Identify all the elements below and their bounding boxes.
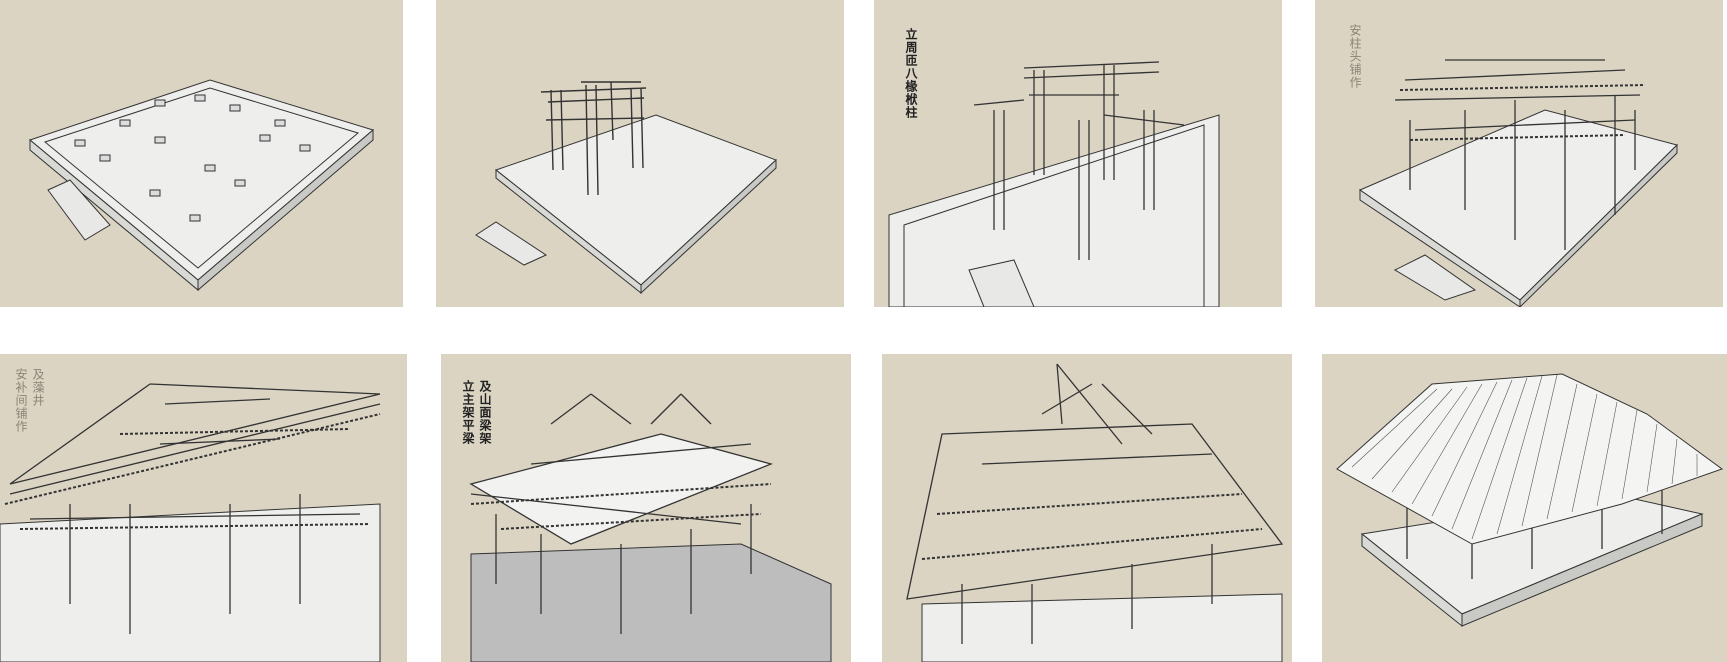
- stage-3-caption: 立周匝八椽栿柱: [904, 28, 918, 119]
- completed-roof-drawing: [1336, 373, 1724, 628]
- panel-stage-4-brackets: 安柱头铺作: [1315, 0, 1723, 307]
- caption-line: 安补间铺作: [14, 368, 28, 433]
- panel-stage-3-columns: 立周匝八椽栿柱: [874, 0, 1282, 307]
- caption-line: 立周匝八椽栿柱: [904, 28, 918, 119]
- panel-stage-7-roof-frame: [882, 354, 1292, 662]
- foundation-drawing: [28, 79, 375, 292]
- columns-drawing: [888, 61, 1220, 307]
- panel-stage-5-intercolumnar: 及藻井 安补间铺作: [0, 354, 407, 662]
- caption-line: 立主架平梁: [461, 380, 475, 445]
- stage-4-caption: 安柱头铺作: [1348, 24, 1362, 89]
- panel-stage-2-frame: [436, 0, 844, 307]
- frame-drawing: [475, 81, 777, 295]
- panel-stage-6-main-beams: 及山面梁架 立主架平梁: [441, 354, 851, 662]
- caption-line: 安柱头铺作: [1348, 24, 1362, 89]
- main-beam-frame-drawing: [469, 393, 832, 662]
- caption-line: 及山面梁架: [478, 380, 492, 445]
- intercolumnar-brackets-drawing: [0, 383, 381, 662]
- panel-stage-8-completed-roof: [1322, 354, 1727, 662]
- stage-6-caption: 及山面梁架 立主架平梁: [461, 380, 492, 445]
- roof-frame-drawing: [906, 363, 1284, 662]
- panel-stage-1-foundation: [0, 0, 403, 307]
- column-brackets-drawing: [1358, 59, 1678, 307]
- caption-line: 及藻井: [31, 368, 45, 407]
- stage-5-caption: 及藻井 安补间铺作: [14, 368, 45, 433]
